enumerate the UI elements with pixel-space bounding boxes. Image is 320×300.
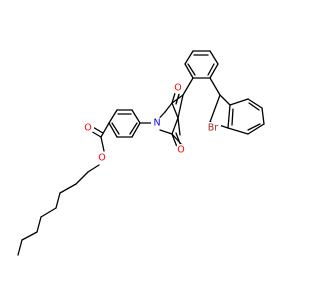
bond [227, 127, 249, 135]
bond [40, 207, 57, 218]
bromine-atom: Br [205, 122, 221, 134]
bond [177, 94, 184, 119]
double-bond [207, 63, 215, 76]
bond [131, 109, 141, 124]
double-bond [171, 133, 178, 148]
bond [171, 117, 179, 135]
bond [261, 107, 265, 125]
nitrogen-atom-label: N [153, 118, 160, 129]
oxygen-atom-label: O [177, 145, 184, 156]
bond [100, 136, 105, 152]
molecule-structure: O O N Br O O [17, 50, 265, 256]
double-bond [129, 122, 138, 135]
bond [131, 122, 141, 138]
double-bond [111, 122, 120, 135]
bond [182, 77, 194, 96]
double-bond [248, 102, 260, 111]
bond [21, 231, 38, 241]
bond [209, 50, 219, 65]
double-bond [187, 63, 196, 76]
bond [209, 63, 219, 79]
bond-layer [17, 50, 265, 256]
double-bond [231, 108, 234, 126]
bond [229, 98, 249, 106]
bond [108, 109, 118, 124]
bond [171, 102, 179, 119]
bond [55, 192, 61, 209]
bond [164, 102, 173, 113]
bond [17, 239, 23, 256]
bromine-atom-label: Br [208, 123, 219, 134]
double-bond [247, 123, 261, 131]
bond [177, 117, 181, 136]
molecule-canvas: O O N Br O O [17, 50, 265, 256]
bond [209, 77, 221, 96]
bond [247, 123, 265, 135]
bond [209, 94, 221, 123]
bond [100, 122, 110, 138]
bond [59, 183, 77, 194]
bond [159, 129, 173, 135]
oxygen-atom: O [96, 152, 108, 164]
bond [184, 50, 194, 65]
oxygen-atom: O [82, 122, 94, 134]
oxygen-atom-label: O [98, 153, 105, 164]
bond [219, 94, 231, 106]
bond [75, 171, 89, 185]
oxygen-atom: O [175, 144, 187, 156]
bond [227, 104, 231, 129]
bond [36, 216, 42, 233]
bond [184, 63, 194, 79]
bond [108, 122, 118, 138]
atom-label-layer: O O N Br O O [82, 82, 221, 164]
oxygen-atom: O [172, 82, 184, 94]
oxygen-atom-label: O [174, 83, 181, 94]
double-bond [175, 132, 182, 147]
oxygen-atom-label: O [84, 123, 91, 134]
bond [247, 98, 263, 109]
bond [87, 164, 100, 173]
nitrogen-atom: N [151, 117, 163, 129]
